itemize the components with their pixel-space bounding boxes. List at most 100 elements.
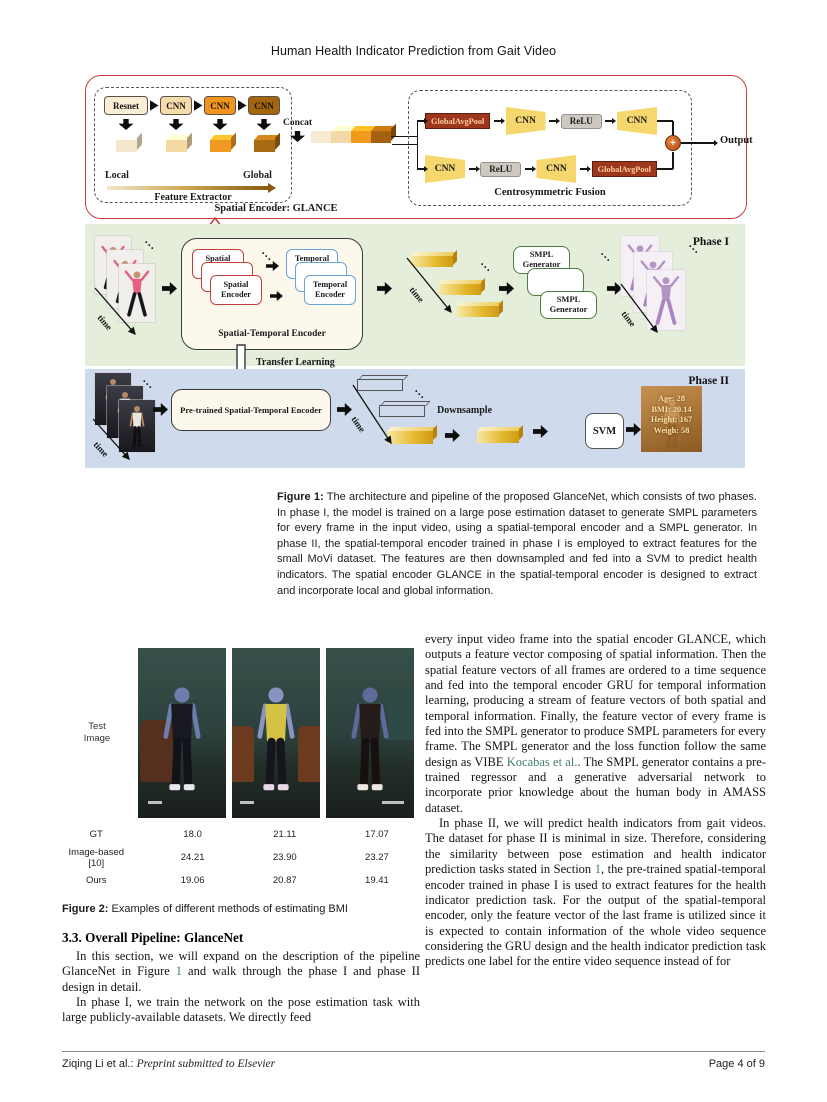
paragraph: In phase I, we train the network on the …	[62, 995, 420, 1025]
bmi-value: 17.07	[365, 829, 389, 840]
bmi-value: 23.90	[272, 852, 297, 863]
block-arrow-icon	[193, 100, 203, 111]
citation-link[interactable]: Kocabas et al.	[506, 754, 578, 769]
time-label: time	[407, 285, 426, 304]
connector-arrow	[707, 138, 718, 147]
output-label: Output	[720, 135, 753, 146]
svm-box: SVM	[585, 413, 624, 449]
time-arrow: time	[92, 418, 130, 460]
chair-shape	[232, 726, 254, 782]
flow-arrow-icon	[270, 291, 283, 301]
test-label-line2: Image	[83, 733, 111, 744]
globalavgpool-block: GlobalAvgPool	[425, 113, 491, 129]
paragraph-text: and walk through the phase I and phase I…	[62, 964, 420, 994]
glance-label: Spatial Encoder: GLANCE	[214, 203, 338, 214]
connector-arrow	[605, 116, 617, 125]
down-arrow-icon	[256, 119, 272, 130]
phase2-band: Phase II ... time Pre-trained Spatial-Te…	[85, 369, 745, 468]
flow-arrow-icon	[445, 429, 460, 442]
section-heading: 3.3. Overall Pipeline: GlanceNet	[62, 930, 244, 945]
phase1-input-frames	[95, 236, 159, 328]
paragraph: every input video frame into the spatial…	[425, 632, 766, 816]
spatial-temporal-encoder-box: Spatial Encoder Spatial Encoder ... Temp…	[181, 238, 363, 350]
spatial-encoder-block: Spatial Encoder	[210, 275, 262, 305]
down-arrow-cell	[168, 119, 184, 130]
paragraph-text: In this section, we will expand on the d…	[62, 949, 420, 979]
ellipsis-dots: ...	[478, 257, 497, 275]
figure1-caption-label: Figure 1:	[277, 491, 324, 503]
block-sep	[149, 100, 159, 111]
cnn-trapezoid: CNN	[536, 155, 577, 183]
down-arrow-cell	[118, 119, 134, 130]
floor-mark	[240, 801, 254, 804]
flow-arrow-icon	[533, 425, 548, 438]
section-ref-link[interactable]: 1	[594, 862, 601, 877]
flow-arrow-icon	[162, 282, 177, 295]
block-arrow-icon	[149, 100, 159, 111]
test-image-photo	[232, 648, 320, 818]
connector-line	[672, 152, 674, 169]
bmi-value: 18.0	[183, 829, 202, 840]
bmi-value: 20.87	[272, 875, 297, 886]
health-indicator-line: Height: 167	[650, 415, 693, 424]
health-indicator-line: Age: 28	[658, 394, 685, 403]
chair-shape	[298, 726, 320, 782]
phase1-band: Phase I ... time Spatial Encoder Spatial…	[85, 224, 745, 366]
footer-page-number: Page 4 of 9	[708, 1058, 765, 1070]
left-column-text: 3.3. Overall Pipeline: GlanceNet In this…	[62, 930, 420, 1026]
figure1-caption-text: The architecture and pipeline of the pro…	[277, 491, 757, 597]
fusion-title: Centrosymmetric Fusion	[494, 187, 606, 198]
smpl-output-frames	[621, 236, 687, 332]
cube-cell	[165, 134, 187, 152]
figure2-caption-label: Figure 2:	[62, 903, 109, 915]
flow-arrow-icon	[626, 423, 641, 436]
connector-arrow	[417, 116, 428, 125]
feature-block: CNN	[248, 96, 280, 115]
phase2-input-frames	[95, 373, 159, 457]
bmi-value: 19.41	[365, 875, 389, 886]
phase2-tag: Phase II	[688, 375, 729, 387]
local-global-gradient-arrow	[107, 183, 276, 193]
gait-frame-photo	[119, 400, 155, 452]
down-arrow-cell	[212, 119, 228, 130]
health-indicator-line: BMI: 20.14	[651, 404, 692, 414]
test-image-photo	[326, 648, 414, 818]
time-arrow: time	[94, 287, 136, 335]
connector-line	[681, 142, 713, 144]
feature-cube	[115, 140, 137, 152]
footer-authors: Ziqing Li et al.:	[62, 1058, 134, 1070]
flow-arrow-icon	[377, 282, 392, 295]
feature-cube	[165, 140, 187, 152]
feature-vector-bar	[457, 306, 499, 317]
feature-block: CNN	[160, 96, 192, 115]
footer-left: Ziqing Li et al.: Preprint submitted to …	[62, 1058, 275, 1070]
connector-arrow	[580, 164, 592, 173]
ellipsis-dots: ...	[598, 247, 617, 265]
cube-cell	[209, 134, 231, 152]
figure-ref-link[interactable]: 1	[175, 964, 183, 979]
temporal-encoder-block: Temporal Encoder	[304, 275, 356, 305]
down-arrow-icon	[168, 119, 184, 130]
connector-arrow	[468, 164, 480, 173]
smpl-mesh-photo	[647, 270, 685, 330]
footer-venue: Preprint submitted to Elsevier	[136, 1058, 276, 1070]
feature-vector-bar	[411, 256, 453, 267]
relu-block: ReLU	[480, 161, 522, 177]
connector-line	[672, 121, 674, 136]
concat-segment	[331, 131, 351, 143]
phase1-tag: Phase I	[692, 236, 729, 248]
floor-mark	[148, 801, 162, 804]
time-label: time	[92, 440, 111, 459]
smpl-generator-stack: SMPL Generator SMPL Generator	[513, 246, 599, 320]
cnn-trapezoid: CNN	[616, 107, 657, 135]
feature-extractor-title: Feature Extractor	[154, 192, 232, 203]
connector-line	[657, 168, 673, 170]
time-arrow: time	[349, 384, 392, 445]
cnn-trapezoid: CNN	[425, 155, 465, 183]
